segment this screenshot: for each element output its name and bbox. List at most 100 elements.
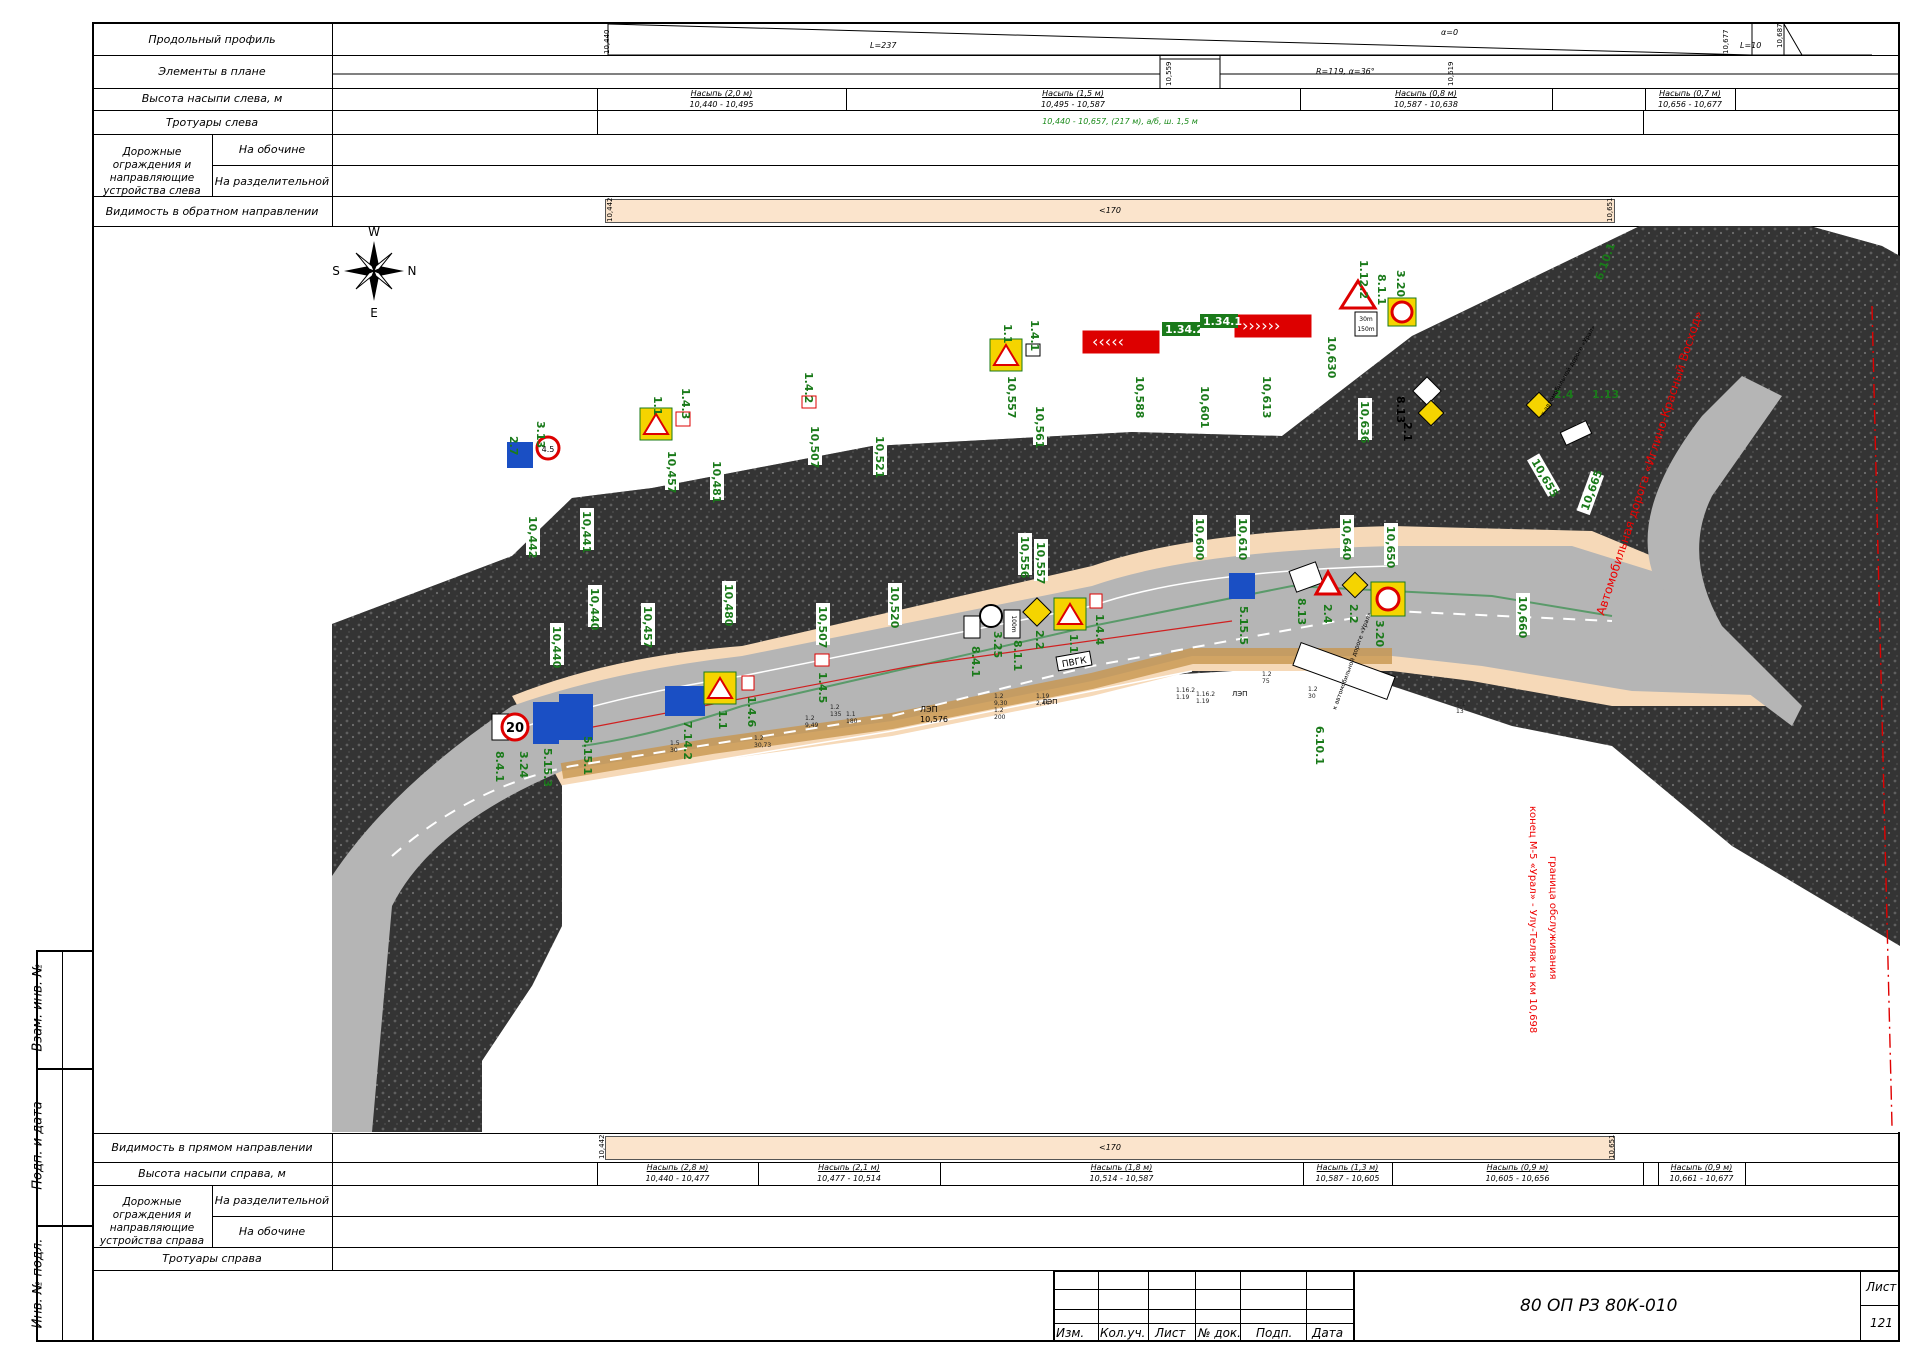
svg-text:5.15.5: 5.15.5 [1237, 606, 1250, 645]
row-barriers-right-sub1: На разделительной [214, 1194, 330, 1207]
embank-left-3-range: 10,587 - 10,638 [1394, 100, 1458, 109]
profile-graphic [332, 22, 1900, 88]
row-plan-label: Элементы в плане [158, 65, 266, 78]
pk-labels-right: 10,440 10,440 10,457 10,480 10,507 10,52… [550, 515, 1530, 669]
svg-text:8.13: 8.13 [1295, 598, 1308, 625]
tb-header-list: Лист [1155, 1326, 1186, 1340]
row-profile-label: Продольный профиль [148, 33, 276, 46]
sign-1-12-2-icon [1338, 278, 1378, 310]
sign-5-15-1-icon [559, 694, 593, 740]
svg-text:10,636: 10,636 [1358, 401, 1371, 444]
sign-1-1-icon [642, 412, 670, 435]
svg-text:10,561: 10,561 [1033, 406, 1046, 448]
visibility-back-bar: <170 [605, 199, 1615, 223]
svg-text:8.1.1: 8.1.1 [1375, 274, 1388, 305]
embank-right-2-range: 10,477 - 10,514 [817, 1174, 881, 1183]
sign-2-4-icon-top [1525, 391, 1553, 419]
sidewalk-left-value: 10,440 - 10,657, (217 м), а/б, ш. 1,5 м [1042, 117, 1198, 126]
svg-text:150m: 150m [1357, 326, 1374, 333]
pk-labels-left: 10,442 10,441 10,457 10,481 10,507 10,52… [526, 333, 1605, 558]
tb-header-data: Дата [1312, 1326, 1344, 1340]
svg-text:10,600: 10,600 [1193, 518, 1206, 561]
embank-left-4-title: Насыпь (0,7 м) [1659, 89, 1721, 98]
svg-text:10,520: 10,520 [888, 586, 901, 629]
svg-text:2.2: 2.2 [1033, 630, 1046, 650]
svg-text:1.230: 1.230 [1308, 686, 1318, 700]
sign-8-13-icon [1412, 376, 1442, 406]
svg-text:1.4.2: 1.4.2 [802, 372, 815, 403]
svg-text:1.1: 1.1 [1067, 634, 1080, 654]
svg-text:8.4.1: 8.4.1 [969, 646, 982, 677]
row-visibility-fwd-label: Видимость в прямом направлении [111, 1141, 313, 1154]
svg-text:3.20: 3.20 [1394, 270, 1407, 297]
svg-text:1.230,73: 1.230,73 [754, 735, 771, 749]
sign-2-2-icon [1022, 597, 1052, 627]
svg-text:3.24: 3.24 [517, 751, 530, 778]
sheet-number: 121 [1870, 1316, 1893, 1330]
sign-1-1-icon-c [706, 676, 734, 699]
compass-w: W [368, 226, 380, 239]
profile-length: L=237 [870, 41, 897, 50]
red-border-label: граница обслуживания [1547, 856, 1558, 980]
svg-text:100m: 100m [1010, 615, 1017, 632]
plan-pk-b: 10,619 [1447, 61, 1455, 87]
signs-top: 4.5 2.7 3.13 1.1 1.4.3 1.4.2 1.1 1.4.1 ‹… [507, 241, 1619, 468]
svg-text:10,481: 10,481 [710, 461, 723, 503]
svg-text:8.1.1: 8.1.1 [1011, 640, 1024, 671]
svg-text:1.4.6: 1.4.6 [745, 696, 758, 728]
svg-text:1.12.2: 1.12.2 [1357, 260, 1370, 299]
row-visibility-back-label: Видимость в обратном направлении [105, 205, 319, 218]
tb-header-doc: № док. [1198, 1326, 1241, 1340]
svg-text:1.1: 1.1 [651, 396, 664, 416]
sign-3-20-icon-b [1375, 586, 1401, 612]
row-barriers-left-label: Дорожные ограждения и направляющие устро… [103, 146, 201, 197]
svg-text:1.275: 1.275 [1262, 671, 1272, 685]
sign-5-15-3-icon [533, 702, 559, 744]
svg-text:1.4.5: 1.4.5 [816, 672, 829, 703]
svg-text:3.25: 3.25 [991, 631, 1004, 658]
profile-pk-start: 10,440 [603, 29, 611, 55]
svg-text:10,588: 10,588 [1133, 376, 1146, 418]
sign-2-2-icon-b [1341, 571, 1369, 599]
svg-text:10,457: 10,457 [665, 451, 678, 493]
svg-text:‹‹‹‹‹: ‹‹‹‹‹ [1092, 332, 1124, 351]
embank-right-4-title: Насыпь (1,3 м) [1316, 1163, 1379, 1172]
profile-alpha: α=0 [1441, 28, 1459, 37]
svg-text:3.13: 3.13 [534, 421, 547, 448]
sign-8-13-icon-b [1288, 561, 1324, 593]
svg-text:2.4: 2.4 [1554, 388, 1574, 401]
plan-pk-a: 10,559 [1165, 61, 1173, 87]
tb-header-podp: Подп. [1256, 1326, 1293, 1340]
profile-pk-end: 10,687 [1776, 23, 1784, 49]
svg-text:10,440: 10,440 [550, 626, 563, 669]
visibility-back-pk-a: 10,442 [606, 197, 614, 223]
svg-text:››››››: ›››››› [1242, 316, 1280, 335]
sign-3-25-icon [979, 604, 1003, 628]
sign-1-4-1-icon [1025, 343, 1041, 357]
row-embank-left-label: Высота насыпи слева, м [141, 92, 283, 105]
svg-text:8.4.1: 8.4.1 [493, 751, 506, 782]
svg-text:1.13: 1.13 [1592, 388, 1619, 401]
svg-text:1.4.4: 1.4.4 [1093, 614, 1106, 646]
svg-text:10,610: 10,610 [1236, 518, 1249, 561]
svg-text:10,507: 10,507 [816, 606, 829, 648]
svg-text:10,640: 10,640 [1340, 518, 1353, 561]
tb-header-kol: Кол.уч. [1100, 1326, 1146, 1340]
road-plan-map: W E S N ПВГК ЛЭП 10,576 ЛЭП ЛЭП 10,442 1… [332, 226, 1900, 1132]
row-barriers-left-sub1: На обочине [238, 143, 306, 156]
svg-text:1.1: 1.1 [716, 710, 729, 730]
embank-right-6-range: 10,661 - 10,677 [1669, 1174, 1734, 1183]
svg-text:1.1: 1.1 [1001, 324, 1014, 344]
row-barriers-right-sub2: На обочине [238, 1225, 306, 1238]
visibility-back-pk-b: 10,651 [1606, 197, 1614, 223]
svg-text:1.16.21.19: 1.16.21.19 [1196, 691, 1215, 705]
row-barriers-left-sub2: На разделительной [214, 175, 330, 188]
svg-text:2.4: 2.4 [1321, 604, 1334, 624]
svg-text:10,442: 10,442 [526, 516, 539, 558]
embank-right-5-range: 10,605 - 10,656 [1485, 1174, 1550, 1183]
svg-text:ПВГК: ПВГК [1061, 656, 1088, 670]
embank-left-1-title: Насыпь (2,0 м) [690, 89, 753, 98]
sign-2-4-icon [1313, 568, 1343, 596]
sign-1-4-6-icon [741, 675, 755, 691]
